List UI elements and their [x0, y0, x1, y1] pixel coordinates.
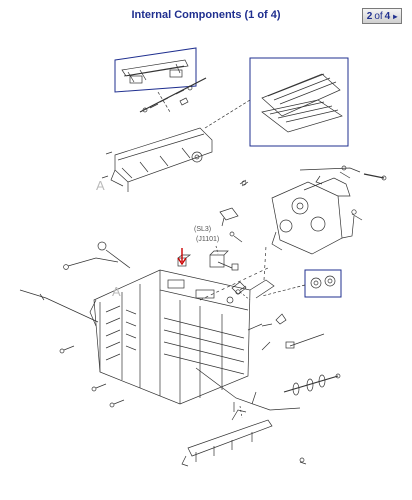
cable-left [19, 257, 119, 323]
pointer-arrow [177, 248, 187, 266]
page-title: Internal Components (1 of 4) [131, 9, 281, 21]
page-navigator[interactable]: 2 of 4 ▸ [362, 8, 402, 24]
bottom-rail [181, 402, 273, 467]
detail-box-duplex-guide [249, 57, 349, 147]
fuser-assembly [101, 127, 213, 192]
gear-plate-assembly [271, 177, 355, 255]
solenoid-sl3 [209, 250, 239, 271]
next-page-icon[interactable]: ▸ [393, 11, 398, 21]
detail-box-guide [114, 47, 197, 93]
pager-total: 4 [384, 10, 391, 22]
detail-box-gears [304, 269, 342, 298]
callout-A-mid: A [112, 284, 121, 299]
screws [59, 165, 363, 465]
pickup-rollers [283, 373, 341, 396]
roller-shaft [139, 77, 207, 113]
pager-of: of [374, 10, 383, 22]
pager-current: 2 [366, 10, 373, 22]
main-chassis [89, 269, 275, 405]
callout-A-top: A [96, 178, 105, 193]
callout-sl3: (SL3) [194, 226, 211, 233]
callout-j1101: (J1101) [196, 236, 219, 243]
